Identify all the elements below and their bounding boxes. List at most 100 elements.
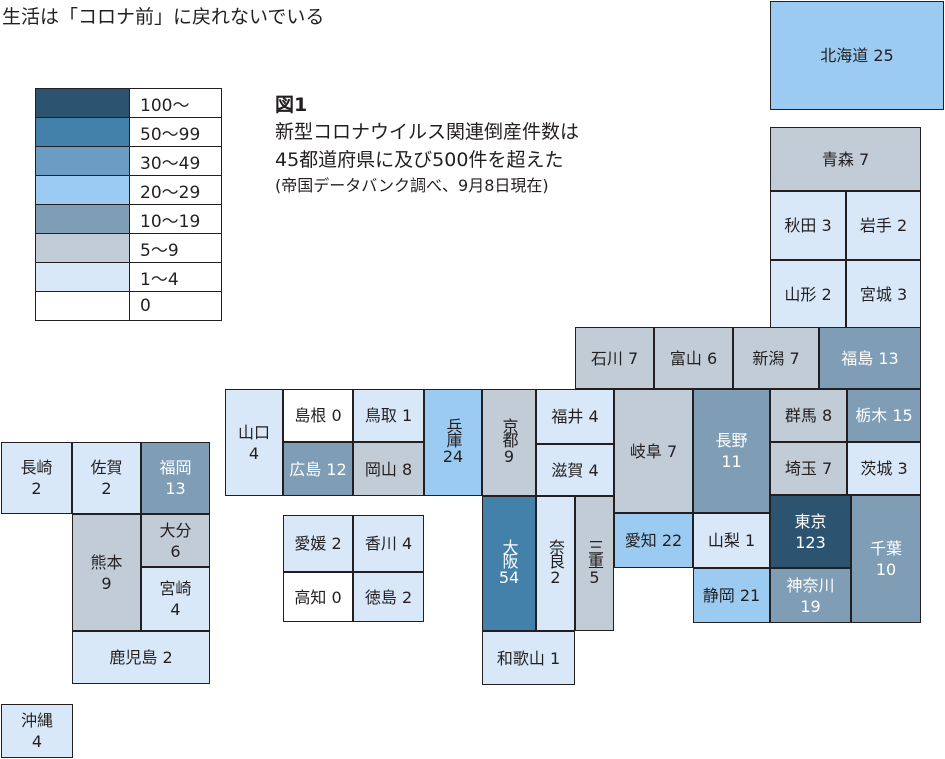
legend-swatch (35, 117, 130, 147)
prefecture-text: 新潟 7 (752, 348, 799, 369)
prefecture-count: 11 (721, 452, 742, 471)
prefecture-tile: 石川 7 (575, 327, 654, 389)
prefecture-tile: 富山 6 (654, 327, 733, 389)
legend-swatch (35, 233, 130, 263)
prefecture-text: 鹿児島 2 (109, 647, 172, 668)
prefecture-name: 栃木 (855, 406, 888, 425)
prefecture-text: 広島 12 (289, 459, 346, 480)
prefecture-count: 8 (821, 406, 833, 425)
prefecture-tile: 北海道 25 (770, 1, 944, 110)
prefecture-count: 2 (162, 648, 173, 667)
legend-label: 50～99 (129, 117, 222, 147)
prefecture-count: 13 (878, 348, 899, 368)
prefecture-name: 福井 (551, 407, 584, 426)
prefecture-count: 1 (744, 531, 756, 550)
legend-label: 10～19 (129, 204, 222, 234)
prefecture-name: 愛知 (624, 531, 657, 550)
legend-label: 0 (129, 291, 222, 321)
legend-row: 0 (35, 291, 222, 321)
prefecture-name: 石川 (590, 348, 623, 368)
prefecture-name: 茨城 (860, 459, 893, 478)
prefecture-text: 岩手 2 (860, 215, 907, 236)
prefecture-name: 大阪 (499, 539, 519, 567)
prefecture-text: 静岡 21 (703, 585, 760, 606)
prefecture-name: 山口 (237, 422, 270, 442)
legend-swatch (35, 88, 130, 118)
prefecture-name: 香川 (364, 534, 397, 553)
prefecture-count: 12 (326, 459, 347, 479)
prefecture-name: 岡山 (364, 459, 397, 479)
prefecture-count: 4 (248, 443, 260, 463)
prefecture-text: 群馬 8 (785, 405, 832, 426)
page-title: 生活は「コロナ前」に戻れないでいる (2, 6, 325, 28)
prefecture-count: 7 (858, 149, 870, 169)
legend-row: 50～99 (35, 117, 222, 147)
prefecture-text: 滋賀 4 (551, 460, 598, 481)
prefecture-count: 4 (588, 407, 599, 426)
prefecture-text: 富山 6 (670, 348, 717, 369)
prefecture-text: 山形 2 (784, 284, 831, 305)
prefecture-text: 高知 0 (294, 587, 341, 608)
prefecture-name: 熊本 (90, 552, 123, 572)
prefecture-tile: 岩手 2 (846, 191, 921, 260)
prefecture-count: 5 (589, 568, 600, 587)
prefecture-text: 埼玉 7 (785, 458, 832, 479)
figure-number: 図1 (275, 94, 308, 116)
prefecture-tile: 山梨 1 (693, 513, 770, 568)
prefecture-count: 2 (896, 216, 908, 235)
prefecture-name: 広島 (289, 459, 322, 479)
prefecture-name: 秋田 (784, 216, 817, 235)
prefecture-tile: 岡山 8 (353, 442, 424, 496)
prefecture-tile: 新潟 7 (733, 327, 819, 389)
prefecture-name: 福岡 (159, 458, 192, 477)
prefecture-name: 宮城 (859, 284, 892, 304)
prefecture-text: 山梨 1 (708, 530, 755, 551)
prefecture-count: 123 (795, 532, 826, 552)
prefecture-text: 岡山 8 (365, 459, 412, 480)
figure-source-note: (帝国データバンク調べ、9月8日現在) (275, 176, 549, 195)
prefecture-count: 24 (442, 447, 464, 466)
prefecture-text: 福島 13 (841, 348, 898, 369)
prefecture-tile: 愛媛 2 (283, 515, 353, 572)
prefecture-name: 和歌山 (496, 648, 545, 668)
prefecture-count: 2 (31, 479, 42, 498)
prefecture-name: 富山 (669, 348, 702, 368)
prefecture-text: 愛知 22 (625, 530, 682, 551)
prefecture-count: 2 (331, 534, 342, 553)
figure-headline-line: 45都道府県に及び500件を超えた (275, 149, 564, 171)
prefecture-text: 茨城 3 (860, 458, 907, 479)
prefecture-name: 岐阜 (629, 441, 662, 461)
prefecture-name: 鹿児島 (109, 648, 158, 667)
prefecture-tile: 高知 0 (283, 572, 353, 622)
prefecture-count: 7 (627, 348, 639, 368)
prefecture-text: 岐阜 7 (630, 441, 677, 462)
prefecture-name: 青森 (821, 149, 854, 169)
prefecture-count: 2 (401, 587, 413, 607)
prefecture-count: 1 (401, 406, 413, 425)
prefecture-tile: 広島 12 (283, 442, 353, 496)
prefecture-name: 高知 (294, 587, 327, 607)
prefecture-count: 7 (821, 459, 833, 478)
legend-label: 20～29 (129, 175, 222, 205)
legend-row: 5～9 (35, 233, 222, 263)
prefecture-tile: 青森 7 (770, 127, 921, 191)
prefecture-text: 鳥取 1 (365, 405, 412, 426)
prefecture-name: 岩手 (859, 216, 892, 235)
